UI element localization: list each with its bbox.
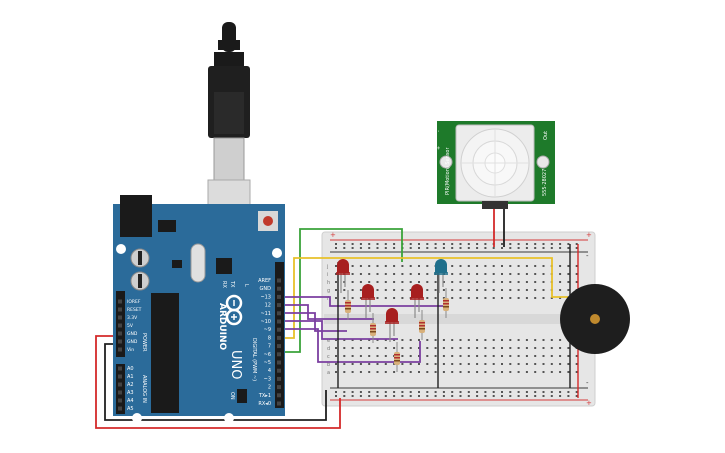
- purple-wire-11: [283, 312, 347, 332]
- tx-label: TX: [229, 280, 235, 288]
- pin-label: ~11: [260, 311, 271, 317]
- pin-label: IOREF: [127, 299, 141, 305]
- red-power-wire: [95, 335, 341, 429]
- pir-pin-minus: -: [436, 130, 442, 132]
- digital-pin-labels: AREF GND ~13 12 ~11 ~10 ~9 8 7 ~6 ~5 4 ~3 2TX▸1RX◂0: [258, 278, 281, 407]
- pin-label: 5V: [127, 323, 134, 329]
- row-letter: f: [327, 296, 329, 302]
- atmega-chip: [151, 293, 179, 413]
- buzzer-center: [590, 314, 600, 324]
- led[interactable]: [411, 284, 423, 298]
- pin-label: 12: [265, 303, 271, 309]
- pin-label: 2: [268, 385, 271, 391]
- pin-label: A4: [127, 398, 134, 404]
- pin-label: ~3: [264, 376, 271, 382]
- pin-label: RESET: [127, 307, 142, 313]
- pin-label: RX◂0: [258, 401, 271, 407]
- rx-label: RX: [221, 281, 227, 288]
- pin-label: 8: [268, 335, 271, 341]
- pir-part-label: PIR(Motion) Sensor: [445, 147, 451, 195]
- analog-header: [116, 364, 125, 414]
- pin-label: GND: [260, 286, 272, 292]
- pin-label: A0: [127, 366, 134, 372]
- pin-label: ~5: [264, 360, 271, 366]
- row-letter: g: [327, 288, 330, 294]
- row-letter: e: [327, 338, 330, 344]
- pin-label: ~6: [264, 352, 271, 358]
- led[interactable]: [337, 259, 349, 273]
- green-wire: [283, 228, 403, 353]
- pir-part-number: 555-28027: [542, 169, 548, 196]
- led-group: [336, 259, 449, 372]
- pin-label: GND: [127, 331, 138, 337]
- power-label: POWER: [141, 333, 147, 352]
- row-letter: i: [327, 272, 328, 278]
- black-ground-wire: [104, 343, 327, 421]
- pin-label: ~10: [260, 319, 271, 325]
- pin-label: A5: [127, 406, 134, 412]
- rail-plus-label-bottom: +: [586, 399, 592, 407]
- row-letter: h: [327, 280, 330, 286]
- piezo-buzzer[interactable]: [560, 284, 630, 354]
- pin-label: 7: [268, 344, 271, 350]
- pin-label: 3.3V: [127, 315, 138, 321]
- pin-label: Vin: [127, 347, 134, 353]
- power-pin-labels: IOREF RESET 3.3V 5V GND GND Vin: [118, 299, 142, 353]
- purple-wire-12: [283, 304, 374, 320]
- pin-label: A1: [127, 374, 134, 380]
- led[interactable]: [435, 259, 447, 273]
- usb-cable: [207, 22, 251, 237]
- pir-pin-out: Out: [543, 131, 549, 140]
- arduino-logo: [225, 294, 243, 326]
- row-letter: j: [326, 264, 328, 270]
- pin-label: A2: [127, 382, 134, 388]
- led[interactable]: [386, 308, 398, 322]
- purple-wire-13: [283, 296, 448, 307]
- rail-minus-label-bottom: -: [586, 379, 589, 387]
- arduino-model: UNO: [228, 350, 243, 379]
- purple-wire-10: [283, 320, 398, 340]
- pin-label: GND: [127, 339, 138, 345]
- row-letter: d: [327, 346, 330, 352]
- pin-label: 4: [268, 368, 271, 374]
- pir-pin-plus: +: [436, 146, 442, 150]
- l-label: L: [243, 284, 249, 287]
- digital-header: [275, 262, 284, 408]
- pin-label: A3: [127, 390, 134, 396]
- pin-label: TX▸1: [258, 393, 271, 399]
- row-letter: c: [327, 354, 330, 360]
- pir-sensor[interactable]: PIR(Motion) Sensor 555-28027 + Out -: [436, 121, 555, 209]
- pir-header: [482, 201, 508, 209]
- on-label: ON: [229, 392, 235, 400]
- arduino-brand: ARDUINO: [217, 303, 227, 351]
- pin-label: AREF: [258, 278, 271, 284]
- purple-wire-9: [283, 328, 421, 363]
- row-letter: b: [327, 362, 330, 368]
- analog-label: ANALOG IN: [141, 375, 147, 403]
- rail-minus-label: -: [586, 252, 589, 260]
- led[interactable]: [362, 284, 374, 298]
- power-jack: [120, 195, 152, 237]
- arduino-uno[interactable]: ARDUINO UNO TX RX L ON DIGITAL (PWM ~) P…: [113, 195, 285, 423]
- yellow-wire: [283, 257, 568, 339]
- digital-label: DIGITAL (PWM ~): [251, 338, 257, 381]
- pin-label: ~9: [264, 327, 271, 333]
- row-letter: a: [327, 370, 330, 376]
- pin-label: ~13: [260, 294, 271, 300]
- rail-plus-label-right: +: [586, 231, 592, 239]
- rail-plus-label: +: [330, 231, 336, 239]
- wires: [95, 208, 579, 429]
